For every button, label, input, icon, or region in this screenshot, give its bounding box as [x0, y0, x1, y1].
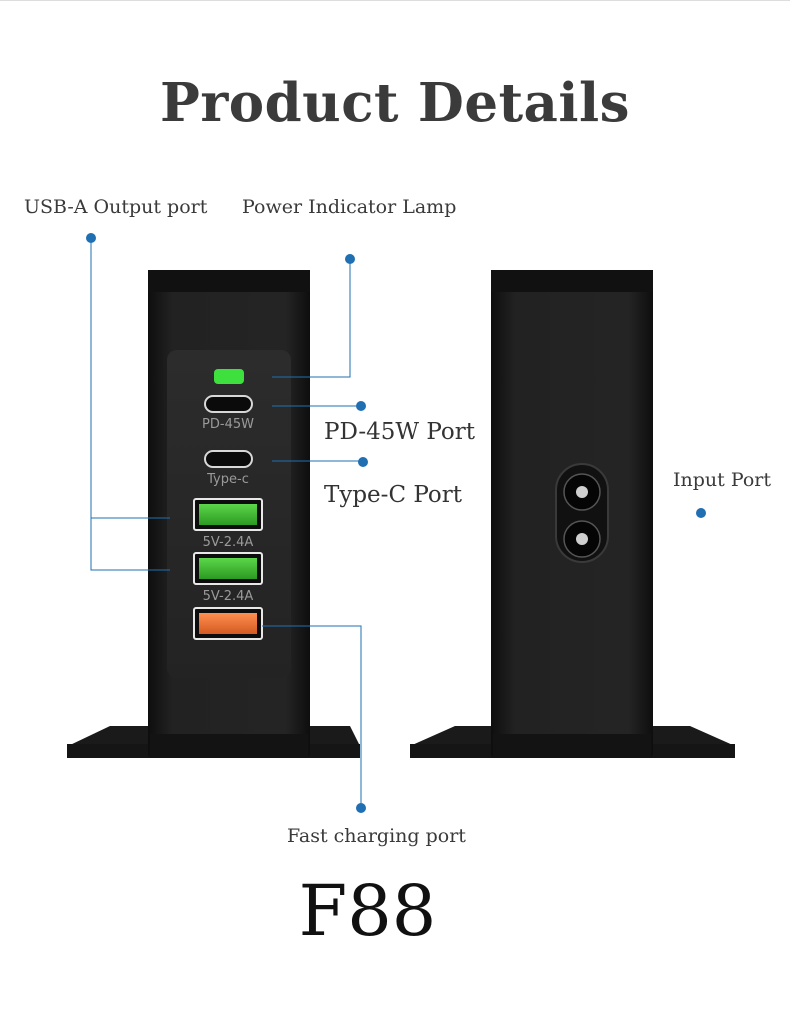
usb-a-port-1-label: 5V-2.4A — [203, 535, 254, 550]
usb-a-leader-line — [90, 238, 170, 571]
top-divider — [0, 0, 790, 1]
power-indicator-callout: Power Indicator Lamp — [242, 196, 457, 218]
front-bottom-band — [150, 734, 308, 758]
back-bottom-band — [493, 734, 651, 758]
input-port-leader-dot — [696, 508, 706, 518]
leader-dots — [86, 233, 706, 813]
power-indicator-leader-dot — [345, 254, 355, 264]
usb-a-port-2-label: 5V-2.4A — [203, 589, 254, 604]
front-top-cap — [148, 270, 310, 292]
fast-charging-port-insert — [199, 613, 257, 634]
model-name: F88 — [298, 870, 437, 952]
input-port-pin-bottom-core — [576, 533, 588, 545]
pd-45w-leader-dot — [356, 401, 366, 411]
pd-45w-callout: PD-45W Port — [324, 419, 475, 445]
back-stand-right — [652, 726, 735, 746]
front-stand-right — [308, 726, 360, 746]
usb-a-port-2-insert — [199, 558, 257, 579]
input-port-callout: Input Port — [673, 469, 771, 491]
fast-charging-leader-line — [262, 625, 362, 807]
input-port-pin-top-core — [576, 486, 588, 498]
front-stand-left — [68, 726, 150, 746]
type-c-port-icon — [204, 450, 253, 468]
page-title: Product Details — [159, 72, 631, 134]
type-c-leader-dot — [358, 457, 368, 467]
usb-a-port-1-insert — [199, 504, 257, 525]
power-indicator-leader-line — [272, 259, 351, 378]
pd-45w-port-icon — [204, 395, 253, 413]
type-c-port-label: Type-c — [206, 472, 249, 487]
fast-charging-callout: Fast charging port — [287, 825, 466, 847]
back-top-cap — [491, 270, 653, 292]
back-device — [410, 270, 735, 758]
leader-lines — [90, 238, 363, 807]
pd-45w-port-label: PD-45W — [202, 417, 254, 432]
back-stand-left — [410, 726, 492, 746]
type-c-callout: Type-C Port — [324, 482, 462, 508]
usb-a-leader-dot — [86, 233, 96, 243]
usb-a-output-callout: USB-A Output port — [24, 196, 208, 218]
power-indicator-led — [214, 369, 244, 384]
front-device: PD-45W Type-c 5V-2.4A 5V-2.4A — [67, 270, 360, 758]
fast-charging-leader-dot — [356, 803, 366, 813]
